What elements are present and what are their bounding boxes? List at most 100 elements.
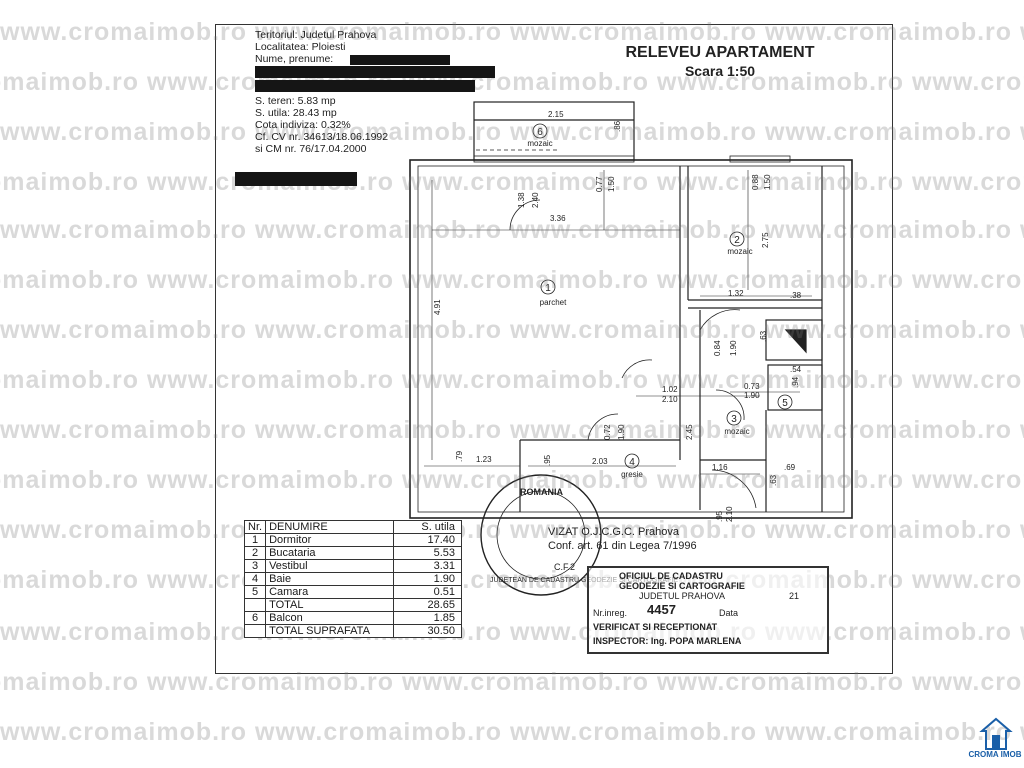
header-cota: Cota indiviza: 0.32% [255, 119, 351, 131]
room-1-finish: parchet [540, 298, 567, 307]
dim: 0.73 [744, 382, 760, 391]
dim: .63 [769, 474, 778, 486]
stamp-line-3: JUDETUL PRAHOVA [639, 591, 726, 601]
stamp-line-1: OFICIUL DE CADASTRU [619, 571, 723, 581]
seal-cf-text: C.F.2 [554, 562, 575, 572]
header-s-teren: S. teren: 5.83 mp [255, 95, 336, 107]
redaction-bar [350, 55, 450, 65]
dim: 0.88 [751, 174, 760, 190]
dim: 1.50 [607, 176, 616, 192]
dim: 3.36 [550, 214, 566, 223]
dim: 1.16 [712, 463, 728, 472]
dim: 1.50 [763, 174, 772, 190]
table-header-row: Nr. DENUMIRE S. utila [243, 520, 462, 534]
dim: 2.75 [761, 232, 770, 248]
dim: .86 [613, 120, 622, 132]
table-cell: Bucataria [265, 546, 394, 560]
dim: 0.77 [595, 176, 604, 192]
dim: 1.02 [662, 385, 678, 394]
header-cf: Cf. CV nr. 34613/18.06.1992 [255, 131, 389, 143]
dim: 2.10 [662, 395, 678, 404]
room-5-num: 5 [782, 398, 788, 409]
room-2-num: 2 [734, 235, 740, 246]
dim: 0.84 [713, 340, 722, 356]
dim: .38 [790, 291, 802, 300]
surface-table: Nr. DENUMIRE S. utila 1 Dormitor 17.40 2… [243, 520, 462, 638]
stamp-nr-value: 4457 [647, 602, 676, 617]
table-row: 6 Balcon 1.85 [243, 611, 462, 625]
stamp-nr-label: Nr.inreg. [593, 608, 628, 618]
dim: 2.40 [531, 192, 540, 208]
table-cell: Dormitor [265, 533, 394, 547]
table-row: TOTAL SUPRAFATA 30.50 [243, 624, 462, 638]
dim: 1.23 [476, 455, 492, 464]
stamp-line-2: GEODEZIE SI CARTOGRAFIE [619, 581, 745, 591]
dim: 1.90 [729, 340, 738, 356]
stamp-data-value: 21 [789, 591, 800, 601]
dim: 2.15 [548, 110, 564, 119]
table-cell: 1.90 [393, 572, 462, 586]
table-cell: 1.85 [393, 611, 462, 625]
header-nume: Nume, prenume: [255, 53, 334, 65]
table-cell: 17.40 [393, 533, 462, 547]
table-cell: Vestibul [265, 559, 394, 573]
table-cell: Baie [265, 572, 394, 586]
dim: 0.72 [603, 424, 612, 440]
table-cell: 1 [243, 533, 267, 547]
redaction-bar [255, 66, 495, 78]
room-4-num: 4 [629, 457, 635, 468]
table-row: 3 Vestibul 3.31 [243, 559, 462, 573]
table-cell: 30.50 [393, 624, 462, 638]
dim: 2.10 [725, 506, 734, 522]
table-cell: TOTAL [265, 598, 394, 612]
seal-circle [480, 474, 602, 596]
table-cell [243, 624, 267, 638]
table-cell: 3 [243, 559, 267, 573]
document-title: RELEVEU APARTAMENT [625, 44, 815, 61]
table-cell: 28.65 [393, 598, 462, 612]
table-row: 4 Baie 1.90 [243, 572, 462, 586]
room-4-finish: gresie [621, 470, 643, 479]
table-cell: 3.31 [393, 559, 462, 573]
dim: 1.90 [744, 391, 760, 400]
table-cell: 2 [243, 546, 267, 560]
dim: .63 [759, 330, 768, 342]
dim: .95 [543, 454, 552, 466]
logo-text: CROMA IMOB [968, 750, 1022, 759]
dim: 4.91 [433, 299, 442, 315]
seal-top-text: ROMANIA [520, 487, 563, 497]
table-cell: 6 [243, 611, 267, 625]
table-cell: TOTAL SUPRAFATA [265, 624, 394, 638]
balcony-outline [473, 101, 635, 161]
stamp-conf: Conf. art. 61 din Legea 7/1996 [548, 540, 697, 552]
table-cell: 5.53 [393, 546, 462, 560]
dim: 1.38 [517, 192, 526, 208]
table-header-cell: Nr. [243, 520, 267, 534]
header-teritoriul: Teritoriul: Judetul Prahova [255, 29, 377, 41]
table-row: 2 Bucataria 5.53 [243, 546, 462, 560]
table-cell [243, 598, 267, 612]
dim: .79 [455, 450, 464, 462]
table-cell: 0.51 [393, 585, 462, 599]
table-cell: Balcon [265, 611, 394, 625]
room-1-num: 1 [545, 283, 551, 294]
redaction-bar [255, 80, 475, 92]
table-row: 5 Camara 0.51 [243, 585, 462, 599]
stamp-inspector: INSPECTOR: Ing. POPA MARLENA [593, 636, 742, 646]
table-row: TOTAL 28.65 [243, 598, 462, 612]
table-cell: 5 [243, 585, 267, 599]
room-2-finish: mozaic [727, 247, 752, 256]
dim: .95 [715, 510, 724, 522]
room-6-num: 6 [537, 127, 543, 138]
seal-ring-text: JUDETEAN DE CADASTRU GEODEZIE SI CARTOGR… [490, 577, 678, 584]
table-cell: 4 [243, 572, 267, 586]
stamp-vizat: VIZAT O.J.C.G.C. Prahova [548, 526, 680, 538]
stamp-verificat: VERIFICAT SI RECEPTIONAT [593, 622, 718, 632]
header-localitatea: Localitatea: Ploiesti [255, 41, 346, 53]
room-6-finish: mozaic [527, 139, 552, 148]
table-header-cell: S. utila [393, 520, 462, 534]
house-logo-icon [979, 717, 1013, 750]
dim: .94 [791, 376, 800, 388]
dim: 2.03 [592, 457, 608, 466]
